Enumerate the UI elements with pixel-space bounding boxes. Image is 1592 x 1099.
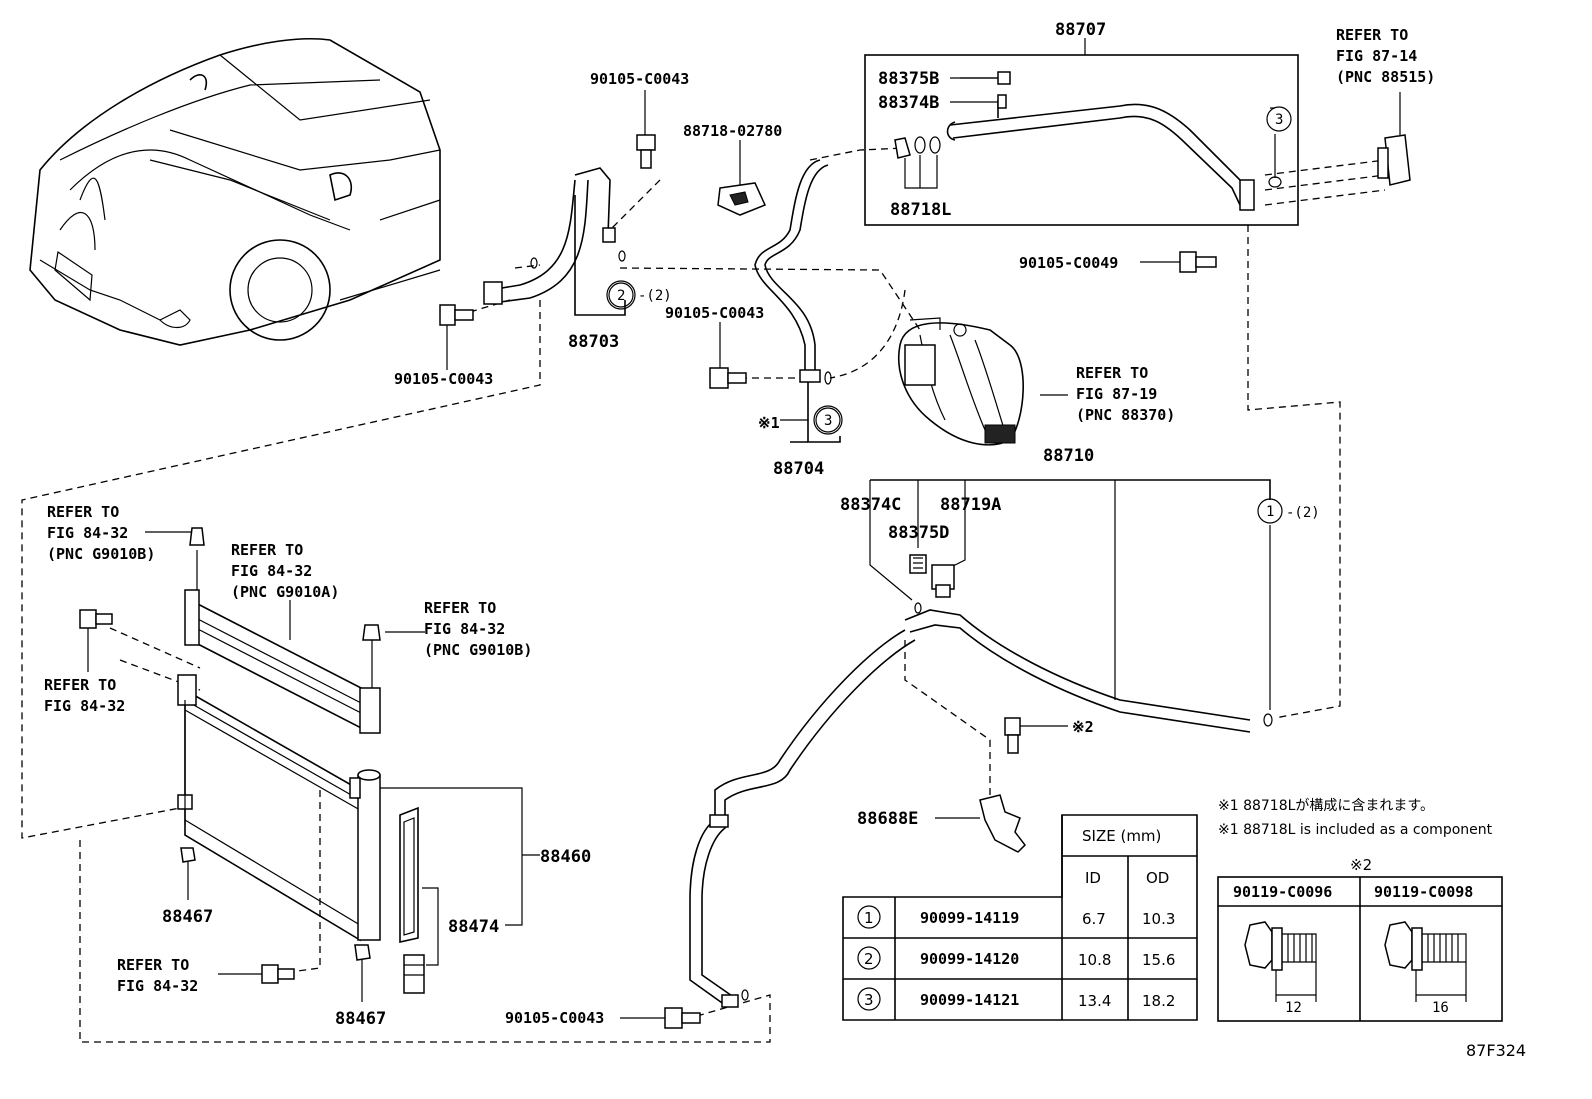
size-table-header: SIZE (mm) — [1082, 827, 1161, 845]
size-row-2-part: 90099-14120 — [920, 950, 1019, 968]
size-row-3-ref: 3 — [864, 991, 874, 1009]
ref-84-32-g9010a-line1: REFER TO — [231, 541, 303, 559]
size-row-2-ref: 2 — [864, 950, 874, 968]
size-row-3-id: 13.4 — [1078, 992, 1111, 1010]
ref-84-32-bottom-line2: FIG 84-32 — [117, 977, 198, 995]
bolt-a-length: 12 — [1285, 1000, 1302, 1016]
condenser-assembly — [79, 527, 540, 1002]
bolt-90105-c0043-mid — [709, 322, 747, 389]
label-88704: 88704 — [773, 459, 824, 479]
pipe-88710 — [689, 479, 1273, 1008]
hose-88704 — [754, 159, 843, 443]
circle-2-qty: -(2) — [638, 288, 672, 304]
label-90105-c0049: 90105-C0049 — [1019, 254, 1118, 272]
ref-87-19-line3: (PNC 88370) — [1076, 406, 1175, 424]
circle-ref-3-top: 3 — [1275, 112, 1283, 128]
size-row-3-od: 18.2 — [1142, 992, 1175, 1010]
size-row-2-id: 10.8 — [1078, 951, 1111, 969]
bolt-90105-c0043-bottom — [620, 1007, 701, 1029]
label-88467-upper: 88467 — [162, 907, 213, 927]
bolt-table-marker: ※2 — [1350, 856, 1372, 874]
bolt-90105-c0043-left — [439, 304, 474, 370]
dashed-leader-lines — [21, 147, 1386, 1043]
reference-callouts: REFER TO FIG 87-14 (PNC 88515) REFER TO … — [44, 26, 1435, 995]
note-english: ※1 88718L is included as a component — [1218, 822, 1493, 838]
figure-code: 87F324 — [1466, 1041, 1526, 1060]
bracket-88688e — [935, 717, 1068, 853]
ref-84-32-g9010b-top-line1: REFER TO — [47, 503, 119, 521]
ref-84-32-g9010b-right-line3: (PNC G9010B) — [424, 641, 532, 659]
label-90105-c0043-bottom: 90105-C0043 — [505, 1009, 604, 1027]
size-table-col-od: OD — [1146, 869, 1169, 887]
compressor-illustration — [898, 317, 1024, 446]
label-88374b: 88374B — [878, 93, 939, 113]
ref-84-32-g9010b-top-line3: (PNC G9010B) — [47, 545, 155, 563]
ref-84-32-left-line1: REFER TO — [44, 676, 116, 694]
leader-lines — [780, 77, 1401, 421]
size-row-1-od: 10.3 — [1142, 910, 1175, 928]
label-90105-c0043-top: 90105-C0043 — [590, 70, 689, 88]
size-row-3-part: 90099-14121 — [920, 991, 1019, 1009]
bolt-table: ※2 90119-C0096 90119-C0098 12 16 — [1217, 856, 1503, 1022]
label-88374c: 88374C — [840, 495, 901, 515]
size-table: SIZE (mm) ID OD 1 90099-14119 6.7 10.3 2… — [842, 814, 1198, 1021]
bolt-90105-c0049 — [1140, 251, 1217, 273]
label-88467-lower: 88467 — [335, 1009, 386, 1029]
label-88375b: 88375B — [878, 69, 939, 89]
circle-1-qty: -(2) — [1286, 505, 1320, 521]
label-88375d: 88375D — [888, 523, 949, 543]
bolt-90105-c0043-top — [636, 90, 656, 169]
label-88707: 88707 — [1055, 20, 1106, 40]
ref-87-14-line3: (PNC 88515) — [1336, 68, 1435, 86]
circle-ref-3: 3 — [824, 413, 832, 429]
bolt-table-col-a: 90119-C0096 — [1233, 883, 1332, 901]
part-labels: 88707 88375B 88374B 88718L 88718-02780 9… — [162, 20, 1320, 1029]
label-88718l: 88718L — [890, 200, 951, 220]
ref-84-32-g9010a-line3: (PNC G9010A) — [231, 583, 339, 601]
label-88718-02780: 88718-02780 — [683, 122, 782, 140]
size-row-1-part: 90099-14119 — [920, 909, 1019, 927]
note2-marker: ※2 — [1072, 718, 1094, 736]
label-90105-c0043-mid: 90105-C0043 — [665, 304, 764, 322]
ref-87-19-line2: FIG 87-19 — [1076, 385, 1157, 403]
circle-ref-2: 2 — [617, 288, 625, 304]
label-88719a: 88719A — [940, 495, 1001, 515]
note-japanese: ※1 88718Lが構成に含まれます。 — [1218, 798, 1434, 814]
note1-marker: ※1 — [758, 414, 780, 432]
label-88703: 88703 — [568, 332, 619, 352]
bolt-table-col-b: 90119-C0098 — [1374, 883, 1473, 901]
ref-87-19-line1: REFER TO — [1076, 364, 1148, 382]
label-88460: 88460 — [540, 847, 591, 867]
label-88688e: 88688E — [857, 809, 918, 829]
label-90105-c0043-left: 90105-C0043 — [394, 370, 493, 388]
ref-84-32-left-line2: FIG 84-32 — [44, 697, 125, 715]
ref-84-32-g9010b-right-line1: REFER TO — [424, 599, 496, 617]
hose-88703 — [483, 167, 636, 316]
ref-84-32-g9010b-right-line2: FIG 84-32 — [424, 620, 505, 638]
connector-88718-02780 — [717, 140, 767, 216]
circle-ref-1: 1 — [1266, 504, 1274, 520]
label-88474: 88474 — [448, 917, 499, 937]
ref-84-32-g9010b-top-line2: FIG 84-32 — [47, 524, 128, 542]
ref-87-14-line1: REFER TO — [1336, 26, 1408, 44]
size-row-2-od: 15.6 — [1142, 951, 1175, 969]
bolt-b-length: 16 — [1432, 1000, 1449, 1016]
vehicle-illustration — [29, 37, 441, 346]
size-row-1-id: 6.7 — [1082, 910, 1106, 928]
component-notes: ※1 88718Lが構成に含まれます。 ※1 88718L is include… — [1218, 798, 1493, 838]
circle-refs: 3 2 3 1 — [608, 106, 1292, 524]
ref-84-32-g9010a-line2: FIG 84-32 — [231, 562, 312, 580]
connector-pnc-88515 — [1377, 134, 1411, 186]
ref-87-14-line2: FIG 87-14 — [1336, 47, 1417, 65]
size-row-1-ref: 1 — [864, 909, 874, 927]
label-88710: 88710 — [1043, 446, 1094, 466]
liquid-pipe-88707 — [864, 38, 1299, 226]
size-table-col-id: ID — [1085, 869, 1101, 887]
ref-84-32-bottom-line1: REFER TO — [117, 956, 189, 974]
